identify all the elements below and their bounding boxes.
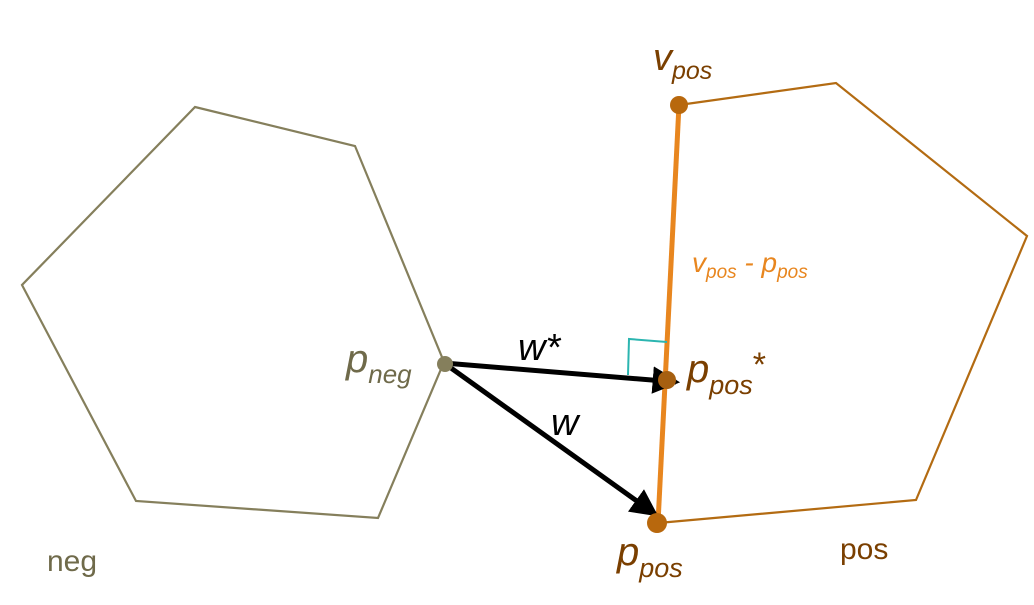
neg-polygon bbox=[20, 105, 446, 520]
point-v-pos bbox=[670, 96, 688, 114]
label-neg-region: neg bbox=[47, 545, 97, 578]
point-p-pos-star bbox=[658, 371, 676, 389]
label-p-pos-star: ppos* bbox=[686, 346, 766, 400]
label-w: w bbox=[551, 402, 581, 444]
label-p-neg: pneg bbox=[345, 337, 412, 389]
label-pos-region: pos bbox=[840, 533, 888, 566]
label-vpos-minus-ppos: vpos - ppos bbox=[692, 247, 808, 283]
point-p-pos bbox=[647, 513, 667, 533]
pos-polygon bbox=[656, 81, 1029, 525]
right-angle-marker bbox=[627, 337, 668, 376]
arrow-w bbox=[442, 360, 659, 517]
label-p-pos: ppos bbox=[616, 530, 683, 583]
point-p-neg bbox=[437, 356, 453, 372]
label-w-star: w* bbox=[518, 327, 561, 369]
label-v-pos: vpos bbox=[653, 37, 712, 85]
segment-vpos-ppos bbox=[655, 104, 682, 524]
arrow-w-star bbox=[443, 360, 681, 394]
